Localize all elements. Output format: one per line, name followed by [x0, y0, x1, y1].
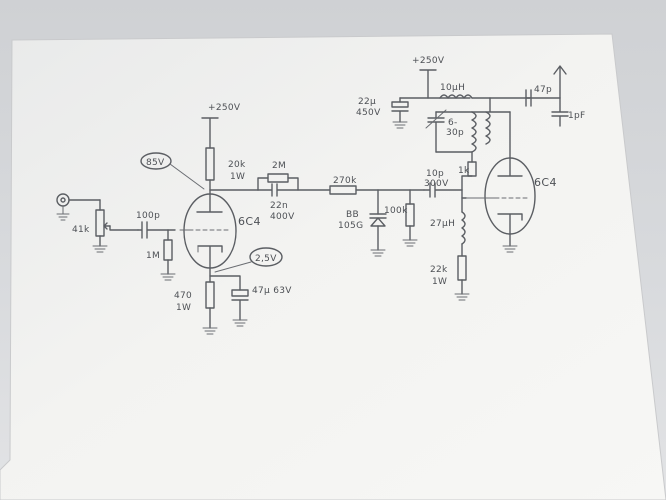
r-1k-label: 1k — [458, 166, 470, 176]
cathode-resistor-470: 470 1W — [174, 281, 218, 335]
diode-value: BB — [346, 210, 359, 220]
grid-resistor-1m: 1M — [146, 229, 176, 281]
ind-27uh-label: 27μH — [430, 219, 455, 229]
trim-cap-a: 6- — [448, 118, 458, 128]
diode-part: 105G — [338, 221, 363, 231]
plate-resistor-20k: +250V 20k 1W — [201, 103, 246, 191]
supply-left-label: +250V — [208, 103, 241, 113]
input-stage: 41k 100p 1M — [56, 103, 292, 335]
cap-100p: 100p — [136, 211, 176, 239]
note-2-5v: 2,5V — [214, 247, 283, 273]
supply-right-label: +250V — [412, 56, 445, 66]
cap-10p-voltage: 300V — [424, 179, 449, 189]
cathode-resistor-value: 470 — [174, 291, 192, 301]
interstage-network: 2M 22n 400V 270k BB 105G 100k — [209, 161, 463, 257]
tube-1-label: 6C4 — [238, 215, 261, 228]
cathode-bypass-cap: 47μ 63V — [209, 275, 292, 327]
tube-2-label: 6C4 — [534, 176, 557, 189]
plate-resistor-power: 1W — [230, 172, 245, 182]
r-270k-label: 270k — [333, 176, 357, 186]
cathode-cap-label: 47μ 63V — [252, 286, 292, 296]
cap-47p-label: 47p — [534, 85, 552, 95]
r-22k-power: 1W — [432, 277, 447, 287]
cap-22n-voltage: 400V — [270, 212, 295, 222]
note-85v-label: 85V — [146, 158, 165, 168]
oscillator-stage: +250V 22μ 450V 10μH 6- 30p — [356, 56, 586, 301]
note-2-5v-label: 2,5V — [255, 254, 277, 264]
r-2m-label: 2M — [272, 161, 286, 171]
input-jack — [56, 193, 101, 221]
cap-1p-label: 1pF — [568, 111, 586, 121]
cap-22u-voltage: 450V — [356, 108, 381, 118]
cathode-resistor-power: 1W — [176, 303, 191, 313]
trim-cap-b: 30p — [446, 128, 464, 138]
paper-surface — [0, 33, 666, 500]
cap-100p-label: 100p — [136, 211, 160, 221]
pot-41k-label: 41k — [72, 225, 90, 235]
note-85v: 85V — [140, 152, 205, 190]
pot-41k: 41k — [72, 199, 139, 253]
grid-resistor-label: 1M — [146, 251, 160, 261]
r-100k-label: 100k — [384, 206, 408, 216]
r-22k-value: 22k — [430, 265, 448, 275]
tube-6c4-right: 6C4 — [465, 111, 557, 253]
cap-22u-value: 22μ — [358, 97, 376, 107]
ind-10uh-label: 10μH — [440, 83, 465, 93]
cap-22n-value: 22n — [270, 201, 288, 211]
cap-10p-value: 10p — [426, 169, 444, 179]
plate-resistor-value: 20k — [228, 160, 246, 170]
tube-6c4-left: 6C4 — [179, 189, 261, 283]
